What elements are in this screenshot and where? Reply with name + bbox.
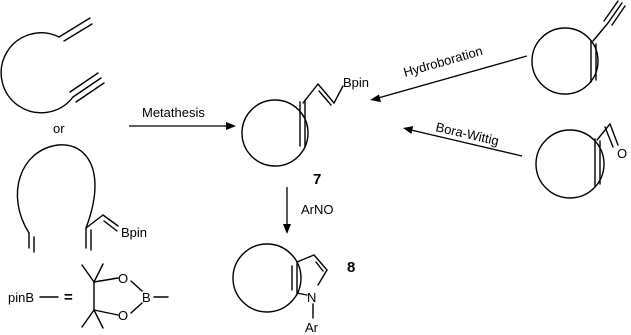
bora-wittig-label: Bora-Wittig (434, 119, 500, 148)
hydroboration-label: Hydroboration (402, 43, 485, 80)
substrate-dienyl-boronate (16, 144, 119, 253)
or-connector: or (53, 121, 65, 136)
compound-8-label: 8 (347, 259, 355, 276)
arno-arrow (283, 187, 291, 234)
bpin-label-center: Bpin (343, 75, 369, 90)
compound-8-structure (232, 243, 328, 319)
substrate-enyne (531, 0, 626, 95)
bpin-label-left: Bpin (121, 225, 147, 240)
aryl-label: Ar (305, 320, 319, 335)
ring-oxygen-bottom: O (118, 308, 128, 323)
pinb-legend (39, 263, 169, 329)
bora-wittig-arrow (403, 126, 523, 157)
nitrogen-label: N (307, 290, 316, 305)
arno-label: ArNO (301, 202, 334, 217)
compound-7-structure (241, 83, 344, 167)
hydroboration-arrow (370, 55, 528, 103)
substrate-enal (535, 123, 619, 199)
aldehyde-oxygen-label: O (617, 146, 627, 161)
metathesis-label: Metathesis (142, 105, 205, 120)
pinb-label: pinB (8, 290, 34, 305)
substrate-diene-alkyne (0, 17, 105, 114)
compound-7-label: 7 (313, 171, 321, 188)
metathesis-arrow (129, 122, 236, 130)
ring-boron: B (142, 290, 151, 305)
equals-sign: = (64, 289, 73, 306)
ring-oxygen-top: O (118, 271, 128, 286)
